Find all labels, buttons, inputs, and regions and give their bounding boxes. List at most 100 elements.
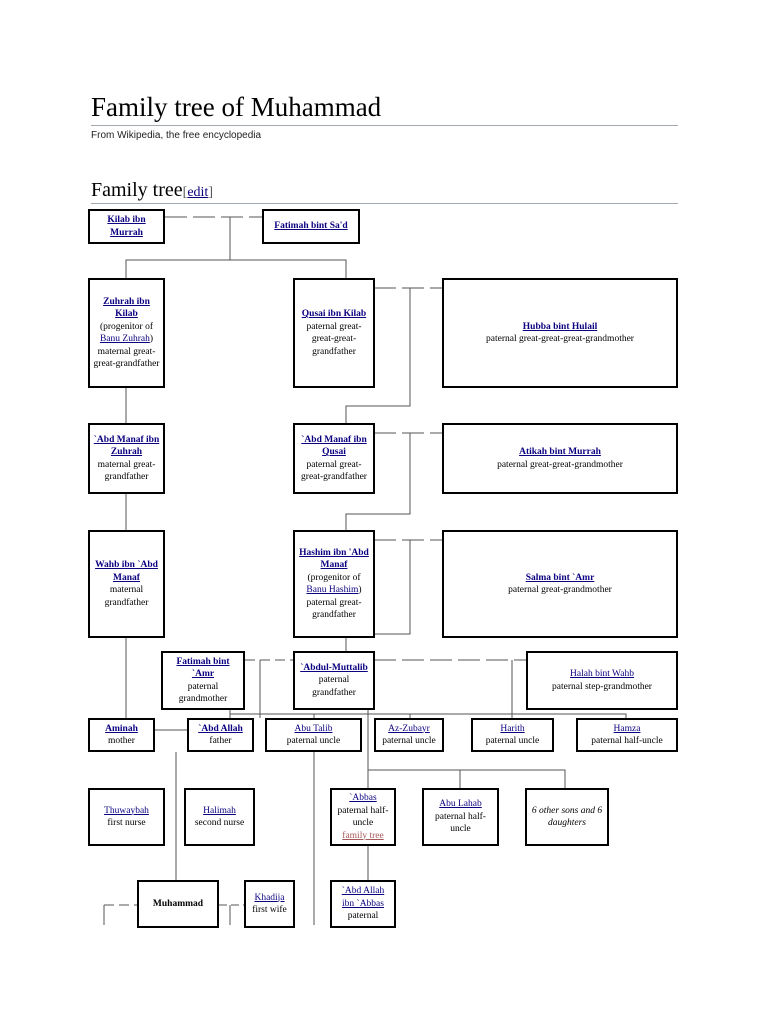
person-role: paternal grandmother bbox=[178, 681, 228, 705]
person-link[interactable]: Aminah bbox=[105, 723, 138, 734]
person-link[interactable]: Hashim ibn 'Abd Manaf bbox=[299, 547, 369, 571]
person-role: paternal grandfather bbox=[312, 675, 356, 698]
person-role: mother bbox=[108, 736, 135, 746]
descent-hashim bbox=[345, 540, 411, 651]
person-link[interactable]: Hamza bbox=[613, 723, 641, 734]
person-link[interactable]: `Abbas bbox=[349, 793, 377, 803]
person-role: maternal grandfather bbox=[104, 585, 149, 608]
other-children: 6 other sons and 6 daughters bbox=[525, 788, 609, 846]
person-role: paternal great-great-grandfather bbox=[301, 459, 367, 483]
person-role: paternal half-uncle bbox=[591, 736, 663, 746]
person-link[interactable]: Hubba bint Hulail bbox=[522, 321, 598, 332]
person-role: paternal step-grandmother bbox=[552, 681, 652, 692]
person-role: paternal great-great-great-grandfather bbox=[306, 321, 362, 357]
section-heading: Family tree[edit] bbox=[91, 179, 213, 202]
person-role: paternal half-uncle bbox=[435, 811, 486, 835]
clan-link[interactable]: Banu Zuhrah bbox=[99, 334, 150, 344]
person-link[interactable]: Salma bint `Amr bbox=[525, 572, 595, 583]
section-divider bbox=[91, 203, 678, 204]
person-kilab: Kilab ibn Murrah bbox=[88, 209, 165, 244]
person-abu-talib: Abu Talib paternal uncle bbox=[265, 718, 362, 752]
descent-kilab-qusai bbox=[230, 259, 347, 278]
progenitor-note: (progenitor of Banu Hashim) bbox=[306, 572, 362, 596]
person-role: maternal great-grandfather bbox=[97, 459, 156, 483]
person-link[interactable]: Zuhrah ibn Kilab bbox=[103, 296, 150, 320]
person-role: paternal great-great-great-grandmother bbox=[486, 334, 634, 344]
person-link[interactable]: Abu Talib bbox=[294, 723, 333, 734]
tagline: From Wikipedia, the free encyclopedia bbox=[91, 130, 262, 141]
person-link[interactable]: `Abd Allah bbox=[198, 723, 243, 734]
person-link[interactable]: Harith bbox=[500, 723, 525, 734]
person-role: paternal half-uncle bbox=[337, 805, 389, 829]
person-hubba: Hubba bint Hulail paternal great-great-g… bbox=[442, 278, 678, 388]
person-abbas: `Abbas paternal half-uncle family tree bbox=[330, 788, 396, 846]
person-qusai: Qusai ibn Kilab paternal great-great-gre… bbox=[293, 278, 375, 388]
person-fatimah-sad: Fatimah bint Sa'd bbox=[262, 209, 360, 244]
descent-qusai bbox=[345, 288, 411, 423]
progenitor-note: (progenitor of Banu Zuhrah) bbox=[99, 321, 154, 345]
person-role: paternal uncle bbox=[382, 736, 436, 746]
person-link[interactable]: `Abd Manaf ibn Qusai bbox=[301, 434, 367, 458]
page-title: Family tree of Muhammad bbox=[91, 92, 382, 122]
person-link[interactable]: Fatimah bint Sa'd bbox=[274, 221, 348, 232]
person-thuwaybah: Thuwaybah first nurse bbox=[88, 788, 165, 846]
person-link[interactable]: Wahb ibn `Abd Manaf bbox=[95, 560, 158, 583]
person-link[interactable]: Fatimah bint `Amr bbox=[176, 656, 230, 680]
person-role: first wife bbox=[252, 905, 287, 915]
person-hashim: Hashim ibn 'Abd Manaf (progenitor of Ban… bbox=[293, 530, 375, 638]
person-salma: Salma bint `Amr paternal great-grandmoth… bbox=[442, 530, 678, 638]
person-role: paternal great-grandmother bbox=[508, 585, 612, 595]
person-role: paternal bbox=[347, 911, 379, 922]
descent-kilab-zuhrah bbox=[125, 217, 231, 278]
person-link[interactable]: Khadija bbox=[254, 892, 285, 903]
person-link[interactable]: `Abd Manaf ibn Zuhrah bbox=[93, 434, 160, 458]
edit-section-link[interactable]: edit bbox=[187, 185, 209, 200]
person-link[interactable]: Abu Lahab bbox=[439, 799, 482, 810]
person-halah: Halah bint Wahb paternal step-grandmothe… bbox=[526, 651, 678, 710]
person-az-zubayr: Az-Zubayr paternal uncle bbox=[374, 718, 444, 752]
person-role: paternal great-grandfather bbox=[306, 597, 362, 621]
other-children-note: 6 other sons and 6 daughters bbox=[531, 805, 603, 829]
title-divider bbox=[91, 125, 678, 126]
person-fatimah-amr: Fatimah bint `Amr paternal grandmother bbox=[161, 651, 245, 710]
person-role: second nurse bbox=[194, 818, 245, 828]
descent-abd-manaf-qusai bbox=[345, 433, 411, 530]
person-role: father bbox=[209, 736, 232, 746]
person-abd-manaf-qusai: `Abd Manaf ibn Qusai paternal great-grea… bbox=[293, 423, 375, 494]
person-link[interactable]: Atikah bint Murrah bbox=[519, 447, 601, 457]
person-abu-lahab: Abu Lahab paternal half-uncle bbox=[422, 788, 499, 846]
section-title: Family tree bbox=[91, 179, 183, 201]
family-tree-link[interactable]: family tree bbox=[342, 830, 384, 841]
person-link[interactable]: Az-Zubayr bbox=[388, 723, 430, 734]
person-role: paternal uncle bbox=[286, 736, 341, 746]
half-uncles-bar bbox=[368, 769, 566, 788]
person-role: first nurse bbox=[107, 818, 146, 828]
edit-bracket-close: ] bbox=[208, 185, 213, 200]
person-name: Muhammad bbox=[152, 898, 204, 909]
person-role: paternal great-great-grandmother bbox=[497, 459, 623, 470]
person-atikah: Atikah bint Murrah paternal great-great-… bbox=[442, 423, 678, 494]
clan-link[interactable]: Banu Hashim bbox=[306, 585, 359, 595]
person-abd-allah-abbas: `Abd Allah ibn `Abbas paternal bbox=[330, 880, 396, 928]
person-link[interactable]: `Abd Allah ibn `Abbas bbox=[341, 886, 385, 909]
person-zuhrah: Zuhrah ibn Kilab (progenitor of Banu Zuh… bbox=[88, 278, 165, 388]
person-aminah: Aminah mother bbox=[88, 718, 155, 752]
person-link[interactable]: Thuwaybah bbox=[104, 805, 149, 816]
person-abd-manaf-zuhrah: `Abd Manaf ibn Zuhrah maternal great-gra… bbox=[88, 423, 165, 494]
person-hamza: Hamza paternal half-uncle bbox=[576, 718, 678, 752]
person-abd-allah: `Abd Allah father bbox=[187, 718, 254, 752]
person-link[interactable]: Kilab ibn Murrah bbox=[107, 215, 146, 238]
person-link[interactable]: `Abdul-Muttalib bbox=[300, 662, 368, 673]
person-wahb: Wahb ibn `Abd Manaf maternal grandfather bbox=[88, 530, 165, 638]
edit-bracket-open: [ bbox=[182, 185, 188, 200]
children-bar bbox=[229, 713, 627, 718]
person-role: maternal great-great-grandfather bbox=[93, 346, 160, 370]
person-harith: Harith paternal uncle bbox=[471, 718, 554, 752]
person-link[interactable]: Halah bint Wahb bbox=[570, 669, 634, 679]
person-role: paternal uncle bbox=[485, 736, 540, 746]
person-link[interactable]: Qusai ibn Kilab bbox=[301, 309, 367, 319]
person-abdul-muttalib: `Abdul-Muttalib paternal grandfather bbox=[293, 651, 375, 710]
person-link[interactable]: Halimah bbox=[203, 805, 236, 816]
